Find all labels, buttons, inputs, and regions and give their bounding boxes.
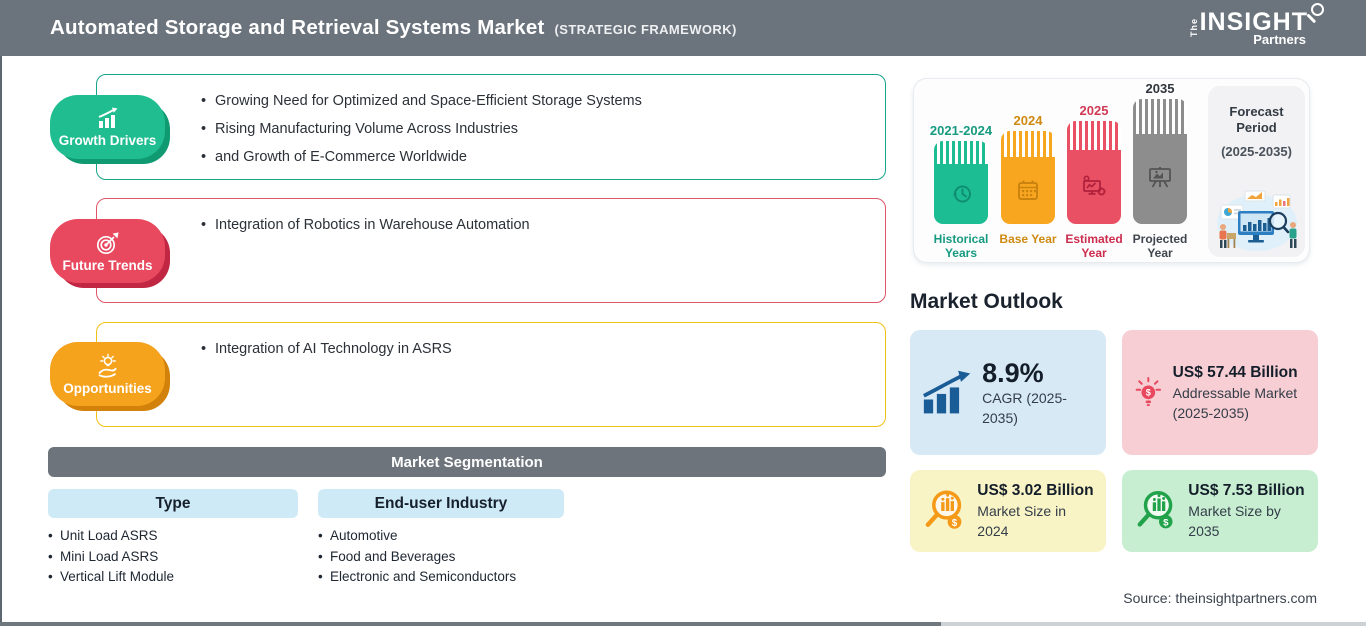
- forecast-period-panel: Forecast Period (2025-2035): [1208, 86, 1305, 257]
- market-size-2035-label: Market Size by 2035: [1188, 503, 1281, 539]
- badge-label: Opportunities: [63, 380, 152, 396]
- cagr-growth-icon: [923, 370, 971, 413]
- enduser-list: Automotive Food and Beverages Electronic…: [318, 526, 516, 588]
- addressable-value: US$ 57.44 Billion: [1172, 363, 1298, 381]
- timeline-bar-estimated: 2025: [1067, 103, 1121, 224]
- timeline-caption-base: Base Year: [999, 232, 1057, 246]
- bullet-item: Integration of AI Technology in ASRS: [201, 340, 861, 358]
- bullet-item: Integration of Robotics in Warehouse Aut…: [201, 216, 861, 234]
- future-trends-box: Integration of Robotics in Warehouse Aut…: [96, 198, 886, 303]
- forecast-period-range: (2025-2035): [1221, 144, 1292, 159]
- market-outlook-title: Market Outlook: [910, 290, 1063, 313]
- cagr-label: CAGR (2025-2035): [982, 389, 1067, 426]
- target-icon: [96, 231, 119, 254]
- market-size-2035-value: US$ 7.53 Billion: [1188, 482, 1305, 499]
- page-subtitle: (STRATEGIC FRAMEWORK): [554, 22, 737, 37]
- timeline-caption-estimated: Estimated Year: [1065, 232, 1123, 260]
- opportunities-box: Integration of AI Technology in ASRS: [96, 322, 886, 427]
- segment-column-header-type: Type: [48, 489, 298, 518]
- bar-stripes: [934, 141, 988, 165]
- bullet-item: Rising Manufacturing Volume Across Indus…: [201, 120, 861, 138]
- title-wrap: Automated Storage and Retrieval Systems …: [50, 16, 737, 40]
- magnifier-chart-icon-orange: $: [925, 490, 962, 529]
- timeline-caption-projected: Projected Year: [1132, 232, 1188, 260]
- type-list: Unit Load ASRS Mini Load ASRS Vertical L…: [48, 526, 174, 588]
- list-item: Unit Load ASRS: [48, 526, 174, 547]
- forecast-illustration: [1217, 190, 1297, 251]
- clock-history-icon: [953, 185, 971, 203]
- badge-label: Growth Drivers: [58, 133, 157, 148]
- growth-chart-icon: [98, 107, 117, 128]
- market-segmentation-header: Market Segmentation: [48, 447, 886, 477]
- badge-label: Future Trends: [62, 257, 153, 273]
- timeline-year-label: 2021-2024: [929, 123, 993, 138]
- svg-text:$: $: [1146, 387, 1151, 397]
- market-size-2035-card: $ US$ 7.53 Billion Market Size by 2035: [1122, 470, 1318, 552]
- bullet-item: Growing Need for Optimized and Space-Eff…: [201, 92, 861, 110]
- timeline-year-label: 2025: [1079, 103, 1109, 118]
- scrollbar-thumb[interactable]: [0, 622, 941, 626]
- insight-partners-logo: The INSIGHT Partners: [1188, 2, 1324, 47]
- timeline-bar-base: 2024: [1001, 113, 1055, 224]
- bar-stripes: [1067, 121, 1121, 150]
- forecast-period-title: Forecast Period: [1229, 104, 1284, 135]
- timeline-year-label: 2024: [1013, 113, 1043, 128]
- list-item: Electronic and Semiconductors: [318, 567, 516, 588]
- growth-drivers-box: Growing Need for Optimized and Space-Eff…: [96, 74, 886, 180]
- page-title: Automated Storage and Retrieval Systems …: [50, 16, 545, 39]
- hand-bulb-icon: [98, 353, 117, 378]
- svg-text:$: $: [1163, 517, 1169, 528]
- list-item: Automotive: [318, 526, 516, 547]
- cagr-value: 8.9%: [982, 357, 1044, 388]
- bullet-item: and Growth of E-Commerce Worldwide: [201, 148, 861, 166]
- horizontal-scrollbar: [0, 622, 1366, 626]
- opportunities-badge: Opportunities: [50, 342, 165, 406]
- svg-text:$: $: [952, 518, 958, 529]
- magnifier-chart-icon-green: $: [1137, 490, 1173, 528]
- header-bar: Automated Storage and Retrieval Systems …: [0, 0, 1366, 56]
- calendar-icon: [1018, 180, 1038, 200]
- source-attribution: Source: theinsightpartners.com: [1123, 590, 1317, 606]
- timeline-bar-projected: 2035: [1133, 81, 1187, 224]
- presentation-icon: [1149, 167, 1171, 188]
- logo-the-text: The: [1188, 17, 1199, 37]
- segment-column-header-enduser: End-user Industry: [318, 489, 564, 518]
- bar-stripes: [1133, 99, 1187, 134]
- timeline-panel: 2021-2024 2024: [913, 78, 1310, 263]
- logo-insight-text: INSIGHT: [1200, 2, 1324, 34]
- analytics-monitor-icon: [1083, 175, 1106, 196]
- timeline-bar-historical: 2021-2024: [930, 123, 992, 224]
- list-item: Mini Load ASRS: [48, 547, 174, 568]
- bulb-dollar-icon: $: [1135, 376, 1162, 406]
- magnifier-icon: [1311, 2, 1324, 16]
- timeline-year-label: 2035: [1145, 81, 1175, 96]
- list-item: Vertical Lift Module: [48, 567, 174, 588]
- logo-partners-text: Partners: [1253, 31, 1306, 47]
- bar-stripes: [1001, 131, 1055, 158]
- addressable-market-card: $ US$ 57.44 Billion Addressable Market (…: [1122, 330, 1318, 455]
- cagr-card: 8.9% CAGR (2025-2035): [910, 330, 1106, 455]
- window-left-edge: [0, 56, 2, 626]
- list-item: Food and Beverages: [318, 547, 516, 568]
- market-segmentation-title: Market Segmentation: [391, 453, 543, 471]
- market-size-2024-value: US$ 3.02 Billion: [977, 482, 1094, 499]
- market-size-2024-card: $ US$ 3.02 Billion Market Size in 2024: [910, 470, 1106, 552]
- addressable-label: Addressable Market (2025-2035): [1172, 384, 1298, 421]
- growth-drivers-badge: Growth Drivers: [50, 95, 165, 159]
- market-size-2024-label: Market Size in 2024: [977, 503, 1066, 539]
- timeline-caption-historical: Historical Years: [933, 232, 989, 260]
- future-trends-badge: Future Trends: [50, 219, 165, 283]
